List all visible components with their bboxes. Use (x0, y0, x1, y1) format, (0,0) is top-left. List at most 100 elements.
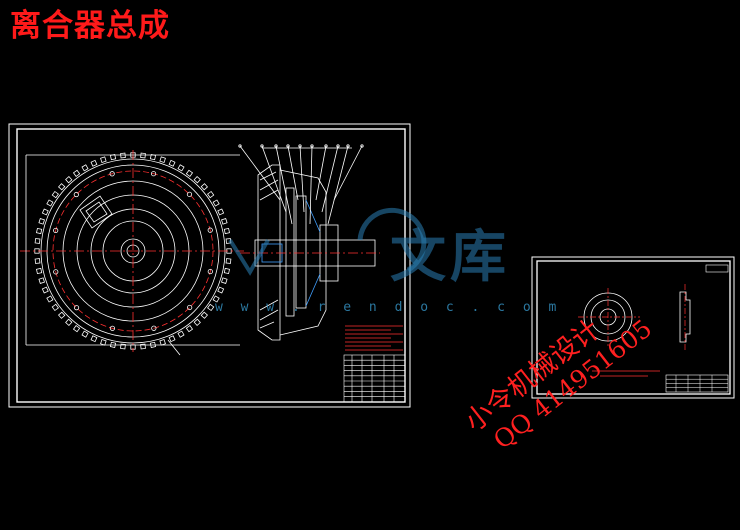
part-leader-dot (274, 144, 278, 148)
flywheel-tooth (38, 277, 45, 284)
flywheel-tooth (177, 330, 185, 338)
technical-requirements-block (345, 325, 403, 351)
flywheel-tooth (212, 199, 220, 207)
flywheel-tooth (140, 343, 146, 350)
part-drawing-sheet (531, 256, 735, 399)
flywheel-tooth (41, 208, 49, 216)
part-leader-dot (336, 144, 340, 148)
part-leader-line (275, 145, 293, 225)
part-leader-line (309, 145, 313, 225)
flywheel-tooth (81, 164, 89, 172)
flywheel-tooth (38, 218, 45, 225)
bolt-hole (53, 227, 59, 234)
main-drawing-sheet (8, 123, 411, 408)
part-title-block-grid (666, 375, 728, 392)
diaphragm-spring (305, 199, 321, 307)
part-sheet-outer-frame (531, 256, 735, 399)
part-side-profile (679, 291, 691, 343)
bolt-hole (53, 269, 59, 275)
flywheel-tooth (34, 238, 41, 244)
part-leader-dot (298, 144, 302, 148)
flywheel-tooth (72, 325, 81, 333)
watermark-url-text: w w w . r e n d o c . c o m (215, 300, 562, 315)
bolt-hole (207, 268, 213, 275)
watermark-logo (228, 207, 427, 276)
flywheel-tooth (177, 164, 185, 172)
part-leader-line (315, 145, 327, 201)
flywheel-tooth (51, 303, 59, 312)
watermark-logo-arc (357, 207, 427, 273)
flywheel-tooth (159, 156, 166, 163)
flywheel-front-view (20, 150, 244, 356)
title-block-grid (344, 355, 405, 402)
flywheel-tooth (185, 325, 194, 333)
bolt-hole (73, 191, 79, 198)
part-sheet-inner-frame (536, 260, 731, 395)
watermark-brand-text: 文库 (390, 225, 510, 290)
flywheel-tooth (159, 339, 166, 346)
flywheel-tooth (221, 277, 228, 284)
flywheel-tooth (225, 258, 232, 264)
flywheel-tooth (65, 175, 73, 184)
flywheel-tooth (90, 159, 98, 167)
flywheel-tooth (100, 339, 107, 346)
flywheel-tooth (46, 199, 54, 207)
part-leader-line (333, 145, 363, 201)
main-sheet-inner-frame (16, 128, 406, 403)
part-leader-line (299, 145, 305, 213)
bolt-hole (207, 227, 213, 233)
drawing-title: 离合器总成 (10, 8, 170, 44)
flywheel-tooth (223, 227, 230, 235)
part-leader-dot (238, 144, 242, 148)
part-leader-line (327, 145, 349, 225)
flywheel-tooth (140, 152, 146, 159)
bolt-hole (150, 171, 157, 177)
main-title-block (343, 354, 406, 403)
part-leader-line (321, 145, 339, 213)
flywheel-section-profile (257, 164, 281, 341)
flywheel-tooth (57, 183, 66, 191)
housing-section-profile (279, 169, 327, 336)
bolt-hole (109, 171, 115, 177)
flywheel-tooth (217, 286, 225, 294)
flywheel-tooth (200, 311, 209, 319)
part-leader-dot (286, 144, 290, 148)
flywheel-tooth (46, 295, 54, 303)
bolt-hole (73, 305, 80, 311)
bolt-hole (151, 325, 157, 331)
flywheel-tooth (65, 318, 73, 327)
part-leader-dot (346, 144, 350, 148)
part-leader-dot (310, 144, 314, 148)
part-leader-dot (324, 144, 328, 148)
bolt-holes (53, 171, 213, 331)
part-leader-line (261, 145, 287, 213)
flywheel-tooth (90, 335, 98, 343)
part-leader-dot (260, 144, 264, 148)
bolt-hole (109, 325, 116, 331)
flywheel-tooth (81, 330, 89, 338)
flywheel-tooth (120, 152, 126, 159)
flywheel-tooth (168, 335, 176, 343)
part-leader-lines (238, 144, 364, 225)
part-leader-line (287, 145, 299, 201)
flywheel-tooth (185, 169, 194, 177)
flywheel-tooth (57, 311, 66, 319)
window-cutout (79, 195, 113, 229)
title-block-frame (343, 354, 406, 403)
flywheel-tooth (207, 190, 215, 199)
bolt-hole (186, 191, 193, 197)
flywheel-tooth (193, 318, 201, 327)
leader-line (167, 339, 181, 356)
flywheel-teeth-ring (34, 152, 232, 350)
flywheel-tooth (221, 218, 228, 225)
flywheel-tooth (200, 183, 209, 191)
part-leader-line (239, 145, 281, 201)
flywheel-tooth (72, 169, 81, 177)
part-leader-dot (360, 144, 364, 148)
friction-disc (285, 187, 295, 317)
watermark-logo-arrow (228, 238, 270, 276)
pressure-plate (295, 195, 307, 309)
flywheel-tooth (36, 267, 43, 275)
flywheel-tooth (223, 267, 230, 275)
flywheel-tooth (100, 156, 107, 163)
